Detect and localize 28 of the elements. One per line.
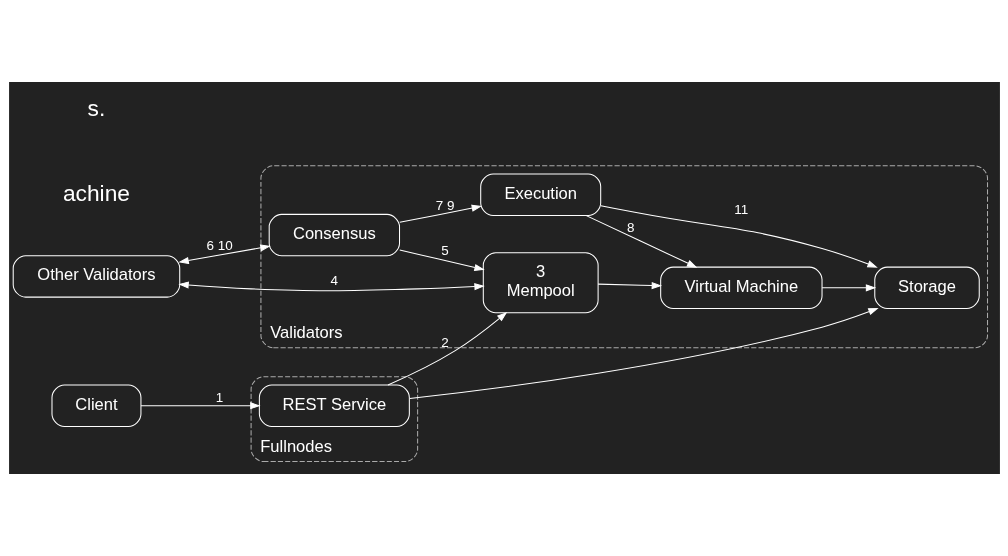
arrow [398, 204, 482, 223]
node-box: 3 Mempool [482, 252, 599, 314]
arrow [599, 205, 878, 268]
node-box: Consensus [268, 213, 400, 257]
edge-label: 2 [440, 335, 449, 351]
label: s. [87, 94, 105, 121]
node-box: Execution [479, 173, 601, 216]
edge-label: 11 [733, 201, 748, 217]
edge-label: 4 [330, 273, 338, 289]
edge-label: 6 10 [205, 237, 233, 253]
arrow [408, 308, 879, 399]
node-box: Other Validators [12, 255, 180, 298]
arrow [585, 215, 697, 268]
arrow [177, 281, 485, 292]
arrow [821, 284, 876, 292]
arrow [140, 402, 261, 410]
arrow [398, 249, 485, 272]
arrow [177, 244, 271, 265]
edge-label: 8 [626, 220, 634, 236]
node-box: Virtual Machine [659, 266, 823, 310]
node-box: REST Service [258, 384, 410, 427]
node-box: Storage [873, 266, 980, 310]
node-box: Client [50, 384, 141, 427]
edge-label: 1 [215, 390, 223, 406]
edge-label: 5 [440, 243, 449, 259]
label: achine [62, 179, 130, 206]
edge-label: 7 9 [435, 197, 454, 213]
arrow [597, 281, 662, 290]
